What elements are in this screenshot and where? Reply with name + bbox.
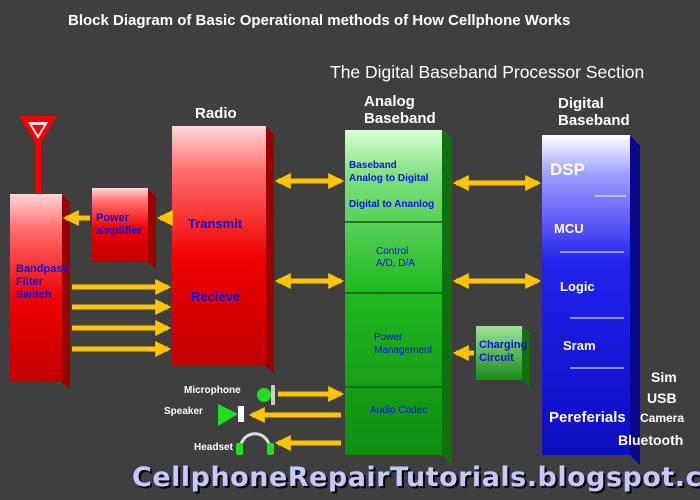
peripheral-sim-label: Sim bbox=[651, 369, 677, 385]
bandpass-label-line1: Bandpass bbox=[16, 263, 69, 275]
heading-radio: Radio bbox=[195, 105, 237, 122]
analog-power-label-line2: Management bbox=[374, 345, 433, 356]
antenna-icon bbox=[19, 116, 57, 196]
digital-dsp-label: DSP bbox=[550, 160, 585, 179]
heading-digital-line1: Digital bbox=[558, 95, 604, 112]
speaker-label: Speaker bbox=[164, 406, 203, 417]
analog-audio-codec-label: Audio Codec bbox=[370, 405, 428, 416]
peripheral-bluetooth-label: Bluetooth bbox=[618, 432, 684, 448]
analog-control-label-line2: A/D, D/A bbox=[376, 258, 415, 269]
microphone-label: Microphone bbox=[184, 385, 241, 396]
digital-baseband-block bbox=[542, 135, 640, 465]
radio-transmit-label: Transmit bbox=[188, 216, 243, 231]
speaker-icon bbox=[218, 404, 244, 426]
blog-watermark: CellphoneRepairTutorials.blogspot.com bbox=[132, 462, 700, 493]
section-subtitle: The Digital Baseband Processor Section bbox=[330, 62, 645, 82]
bandpass-label-line2: Filter bbox=[16, 276, 43, 288]
digital-logic-label: Logic bbox=[560, 279, 595, 294]
bandpass-label-line3: Switch bbox=[16, 289, 52, 301]
charging-label-line1: Charging bbox=[479, 339, 528, 351]
heading-analog-line2: Baseband bbox=[364, 110, 436, 127]
digital-sram-label: Sram bbox=[563, 338, 596, 353]
headset-icon bbox=[236, 432, 274, 455]
analog-converter-label-line2: Analog to Digital bbox=[349, 173, 429, 184]
radio-receive-label: Recieve bbox=[191, 289, 241, 304]
heading-analog-line1: Analog bbox=[364, 93, 415, 110]
analog-control-label-line1: Control bbox=[376, 246, 409, 257]
analog-converter-label-line3: Digital to Ananlog bbox=[349, 199, 435, 210]
power-amplifier-label-line1: Power bbox=[96, 212, 130, 224]
radio-block bbox=[172, 126, 274, 374]
headset-label: Headset bbox=[194, 442, 233, 453]
signal-arrows bbox=[62, 172, 542, 452]
charging-label-line2: Circuit bbox=[479, 352, 514, 364]
microphone-icon bbox=[257, 385, 275, 405]
power-amplifier-label-line2: amplifier bbox=[96, 225, 142, 237]
analog-converter-label-line1: Baseband bbox=[349, 160, 397, 171]
digital-peripherals-label: Pereferials bbox=[549, 409, 626, 426]
peripheral-usb-label: USB bbox=[647, 390, 677, 406]
bandpass-filter-block bbox=[10, 194, 70, 390]
diagram-title: Block Diagram of Basic Operational metho… bbox=[68, 12, 571, 29]
peripheral-camera-label: Camera bbox=[640, 411, 685, 425]
power-amplifier-block bbox=[92, 188, 156, 270]
digital-mcu-label: MCU bbox=[554, 221, 584, 236]
heading-digital-line2: Baseband bbox=[558, 112, 630, 129]
charging-circuit-block bbox=[476, 326, 530, 388]
analog-baseband-block bbox=[345, 130, 452, 465]
analog-power-label-line1: Power bbox=[374, 332, 403, 343]
